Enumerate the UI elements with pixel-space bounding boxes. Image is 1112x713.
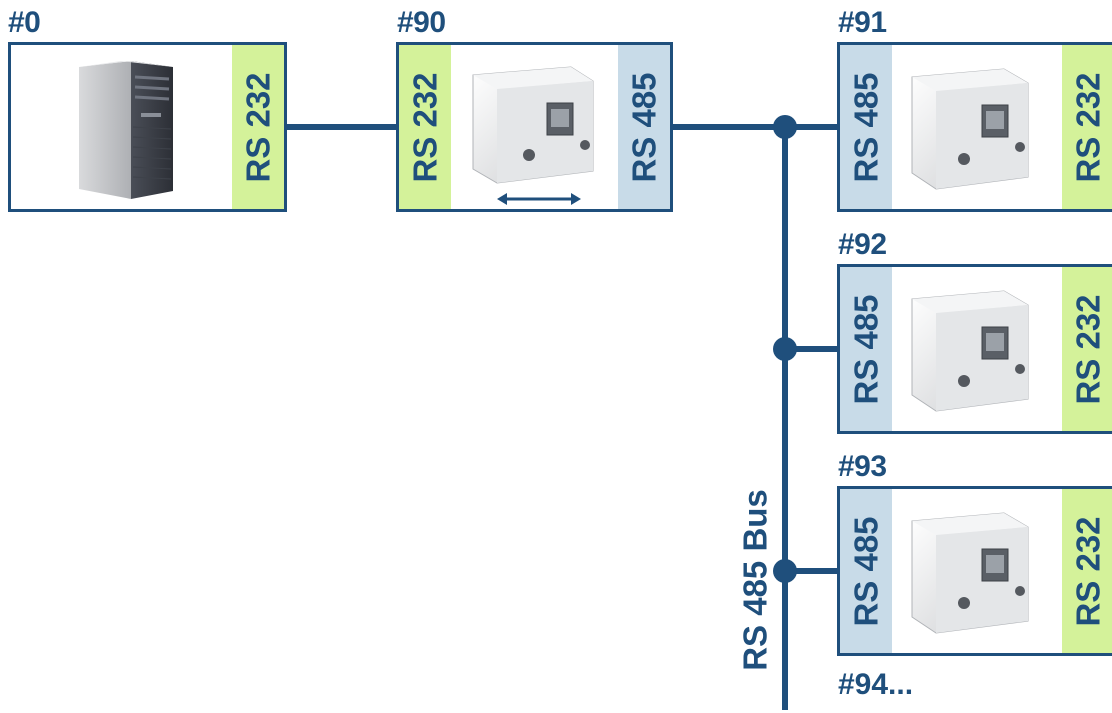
port-rs232-node-92: RS 232 <box>1062 267 1112 431</box>
node-id-92: #92 <box>838 228 887 261</box>
port-label: RS 485 <box>625 71 663 183</box>
analyzer-unit-icon <box>911 512 1029 634</box>
port-label: RS 485 <box>847 293 885 405</box>
port-label: RS 232 <box>1069 515 1107 627</box>
node-id-90: #90 <box>397 6 446 39</box>
node-box-91: RS 485 RS 232 <box>837 42 1112 212</box>
analyzer-unit-icon <box>911 290 1029 412</box>
port-rs232-node-90: RS 232 <box>399 45 451 209</box>
node-id-91: #91 <box>838 6 887 39</box>
port-rs485-node-91: RS 485 <box>840 45 892 209</box>
port-label: RS 485 <box>847 515 885 627</box>
more-nodes-label: #94... <box>838 668 914 701</box>
node-box-93: RS 485 RS 232 <box>837 486 1112 656</box>
port-rs485-node-92: RS 485 <box>840 267 892 431</box>
port-label: RS 232 <box>406 71 444 183</box>
node-id-0: #0 <box>8 6 41 39</box>
rs485-bus-label: RS 485 Bus <box>736 489 774 671</box>
node-box-0: RS 232 <box>8 42 287 212</box>
port-rs232-node-0: RS 232 <box>232 45 284 209</box>
junction-dot-91 <box>773 115 797 139</box>
pc-tower-icon <box>79 61 173 199</box>
analyzer-unit-icon <box>911 68 1029 190</box>
port-label: RS 485 <box>847 71 885 183</box>
port-label: RS 232 <box>1069 293 1107 405</box>
converter-unit-icon <box>472 66 594 205</box>
port-rs485-node-90: RS 485 <box>618 45 670 209</box>
port-label: RS 232 <box>1069 71 1107 183</box>
node-box-92: RS 485 RS 232 <box>837 264 1112 434</box>
junction-dot-92 <box>773 337 797 361</box>
port-rs485-node-93: RS 485 <box>840 489 892 653</box>
node-id-93: #93 <box>838 450 887 483</box>
junction-dot-93 <box>773 559 797 583</box>
port-rs232-node-93: RS 232 <box>1062 489 1112 653</box>
port-label: RS 232 <box>239 71 277 183</box>
port-rs232-node-91: RS 232 <box>1062 45 1112 209</box>
node-box-90: RS 232 RS 485 <box>396 42 673 212</box>
